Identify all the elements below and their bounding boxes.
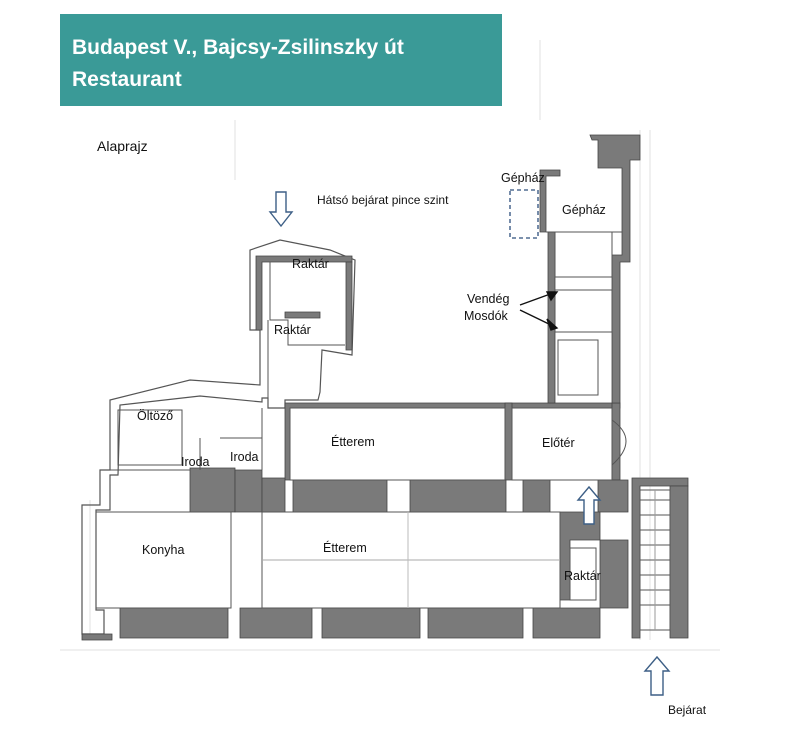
- interior-lines: [95, 231, 671, 631]
- room-label-oltozo: Öltöző: [137, 409, 174, 423]
- room-label-gephaz-1: Gépház: [501, 171, 545, 185]
- room-label-iroda-1: Iroda: [181, 455, 210, 469]
- room-label-konyha: Konyha: [142, 543, 185, 557]
- foyer-entrance-arrow-icon: [576, 485, 602, 525]
- back-entrance-arrow-icon: [268, 191, 294, 228]
- guest-toilets-pointer: [519, 291, 559, 331]
- main-entrance-arrow-icon: [643, 655, 671, 696]
- room-label-gephaz-2: Gépház: [562, 203, 606, 217]
- guest-toilets-label-line-1: Vendég: [467, 292, 510, 306]
- room-label-raktar-3: Raktár: [564, 569, 601, 583]
- room-label-etterem-2: Étterem: [323, 541, 367, 555]
- room-label-etterem-1: Étterem: [331, 435, 375, 449]
- plan-heading: Alaprajz: [97, 138, 148, 154]
- title-line-2: Restaurant: [72, 68, 182, 91]
- back-entrance-label: Hátsó bejárat pince szint: [317, 193, 449, 207]
- guest-toilets-label-line-2: Mosdók: [464, 309, 508, 323]
- building-walls: [81, 134, 689, 641]
- room-label-eloter: Előtér: [542, 436, 575, 450]
- dashed-machine-room-marker: [509, 189, 539, 239]
- title-banner: Budapest V., Bajcsy-Zsilinszky út Restau…: [60, 14, 502, 106]
- room-label-raktar-1: Raktár: [292, 257, 329, 271]
- room-label-raktar-2: Raktár: [274, 323, 311, 337]
- title-line-1: Budapest V., Bajcsy-Zsilinszky út: [72, 36, 404, 59]
- room-label-iroda-2: Iroda: [230, 450, 259, 464]
- main-entrance-label: Bejárat: [668, 703, 707, 717]
